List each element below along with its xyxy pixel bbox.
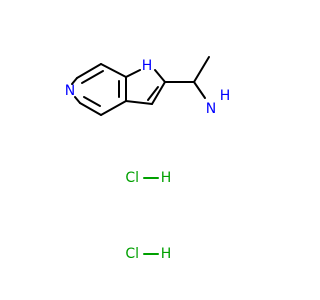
bond (71, 77, 78, 85)
bond (151, 81, 166, 105)
amine-n-atom: N (206, 101, 216, 117)
bond (125, 69, 141, 78)
salt1-cl-atom: Cl (125, 170, 139, 186)
salt2-cl-atom: Cl (125, 246, 139, 262)
bond (100, 100, 127, 116)
amine-h-atom: H (220, 88, 231, 104)
salt1-h-atom: H (161, 170, 172, 186)
pyrrole-nh-atom: H (142, 58, 153, 74)
bond (154, 69, 166, 83)
bond (125, 100, 153, 105)
bond (147, 86, 159, 101)
salt2-h-atom: H (161, 246, 172, 262)
bond (76, 63, 102, 79)
bond (193, 56, 210, 83)
bond (83, 96, 101, 107)
bond (81, 70, 104, 84)
bond (100, 63, 127, 78)
pyridine-n-atom: N (65, 83, 75, 99)
bond (193, 81, 206, 99)
bond (79, 102, 102, 116)
bond (74, 96, 81, 104)
molecule-structure: N H N H Cl H Cl H (65, 56, 231, 262)
